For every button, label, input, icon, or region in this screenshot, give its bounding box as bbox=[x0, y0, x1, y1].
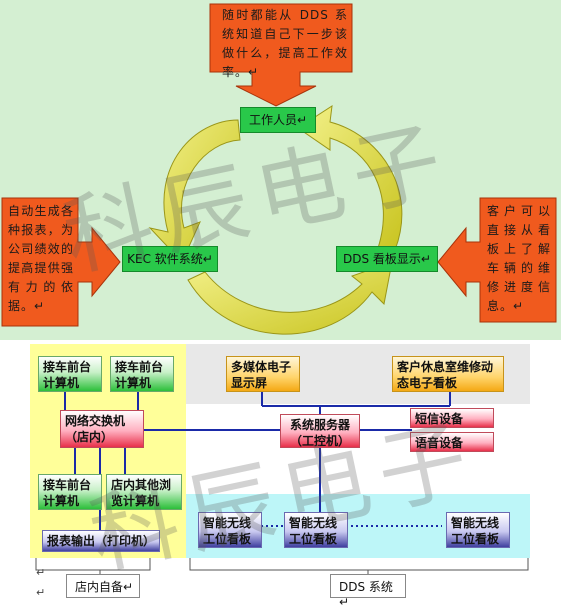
box-voice-device: 语音设备 bbox=[410, 432, 494, 452]
callout-top-text: 随时都能从 DDS 系统知道自己下一步该做什么，提高工作效率。↵ bbox=[222, 8, 348, 79]
box-report-output: 报表输出（打印机） bbox=[42, 530, 160, 552]
box-wireless-board-2: 智能无线工位看板 bbox=[284, 512, 348, 548]
box-system-server: 系统服务器（工控机） bbox=[280, 414, 360, 448]
bracket-store bbox=[35, 558, 151, 571]
network-diagram-panel: 接车前台计算机 接车前台计算机 网络交换机（店内） 接车前台计算机 店内其他浏览… bbox=[30, 344, 530, 558]
paragraph-mark: ↵ bbox=[36, 566, 46, 579]
callout-right-shape bbox=[437, 197, 557, 323]
callout-right-text: 客户可以直接从看板上了解车辆的维修进度信息。↵ bbox=[487, 204, 551, 313]
box-front-desk-2: 接车前台计算机 bbox=[110, 356, 174, 392]
box-sms-device: 短信设备 bbox=[410, 408, 494, 428]
cycle-diagram-panel: 随时都能从 DDS 系统知道自己下一步该做什么，提高工作效率。↵ 自动生成各种报… bbox=[0, 0, 561, 340]
box-front-desk-1: 接车前台计算机 bbox=[38, 356, 102, 392]
box-front-desk-3: 接车前台计算机 bbox=[38, 474, 102, 510]
box-wireless-board-1: 智能无线工位看板 bbox=[198, 512, 262, 548]
node-kec-software: KEC 软件系统↵ bbox=[122, 246, 218, 272]
node-dds-board: DDS 看板显示↵ bbox=[336, 246, 438, 272]
box-other-browse: 店内其他浏览计算机 bbox=[106, 474, 182, 510]
paragraph-mark-2: ↵ bbox=[36, 586, 46, 599]
legend-brackets bbox=[35, 558, 529, 574]
legend-store-owned: 店内自备↵ bbox=[66, 574, 140, 598]
node-staff: 工作人员↵ bbox=[240, 107, 316, 133]
bracket-dds bbox=[189, 558, 529, 571]
callout-left-shape bbox=[1, 197, 121, 327]
arrow-kec-to-dds bbox=[187, 261, 393, 335]
box-multimedia-display: 多媒体电子显示屏 bbox=[226, 356, 300, 392]
callout-left-text: 自动生成各种报表，为公司绩效的提高提供强有力的依据。↵ bbox=[8, 204, 74, 313]
box-lounge-board: 客户休息室维修动态电子看板 bbox=[392, 356, 504, 392]
callout-top-shape bbox=[209, 3, 353, 107]
cycle-arrows bbox=[1, 3, 557, 335]
arrow-staff-to-kec bbox=[148, 119, 241, 263]
box-network-switch: 网络交换机（店内） bbox=[60, 410, 144, 448]
box-wireless-board-3: 智能无线工位看板 bbox=[446, 512, 510, 548]
legend-dds-system: DDS 系统↵ bbox=[330, 574, 406, 609]
